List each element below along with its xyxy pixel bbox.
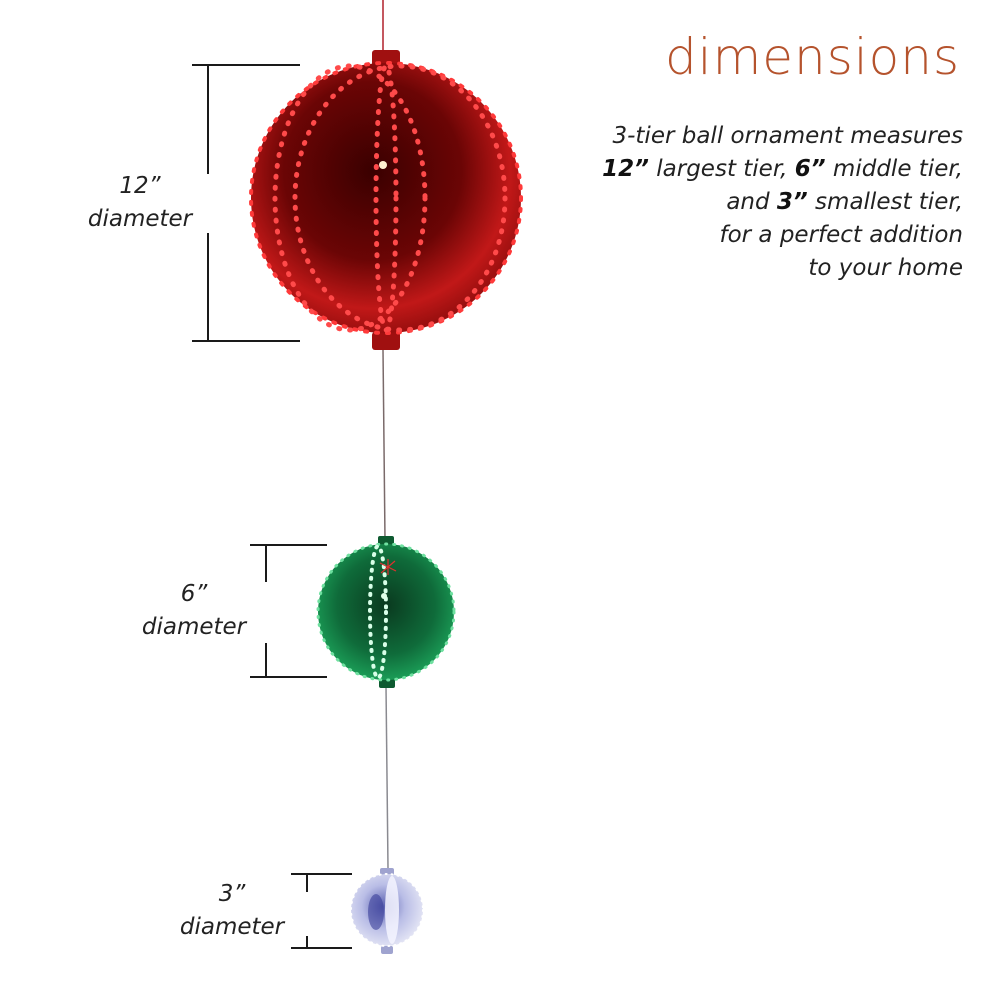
dimension-label-large: 12” diameter [70, 170, 210, 236]
description-line-1: 3-tier ball ornament measures [612, 123, 963, 149]
description-text-fragment: middle tier, [825, 156, 963, 182]
dimension-bracket-6in [250, 544, 327, 678]
size-value: 3” [218, 881, 246, 907]
description-line-5: to your home [808, 255, 963, 281]
dimension-label-medium: 6” diameter [124, 578, 264, 644]
description-line-4: for a perfect addition [719, 222, 963, 248]
size-unit: diameter [141, 614, 247, 640]
dimension-bracket-3in [291, 873, 352, 949]
red-ornament [249, 50, 523, 350]
description-text-fragment: largest tier, [648, 156, 795, 182]
description-text-fragment: and [726, 189, 777, 215]
size-medium-highlight: 6” [794, 156, 826, 182]
size-value: 12” [119, 173, 161, 199]
dimension-bracket-12in [192, 64, 300, 342]
page-title: dimensions [664, 28, 960, 86]
description-text: 3-tier ball ornament measures 12” larges… [523, 120, 963, 285]
size-value: 6” [180, 581, 208, 607]
dimension-label-small: 3” diameter [162, 878, 302, 944]
size-unit: diameter [87, 206, 193, 232]
green-ornament [316, 536, 456, 688]
description-text-fragment: smallest tier, [807, 189, 963, 215]
size-large-highlight: 12” [602, 156, 649, 182]
description-line-2: 12” largest tier, 6” middle tier, [523, 153, 963, 186]
silver-ornament [350, 868, 424, 954]
size-small-highlight: 3” [776, 189, 808, 215]
hanging-string [382, 0, 389, 869]
description-line-3: and 3” smallest tier, [523, 186, 963, 219]
size-unit: diameter [179, 914, 285, 940]
